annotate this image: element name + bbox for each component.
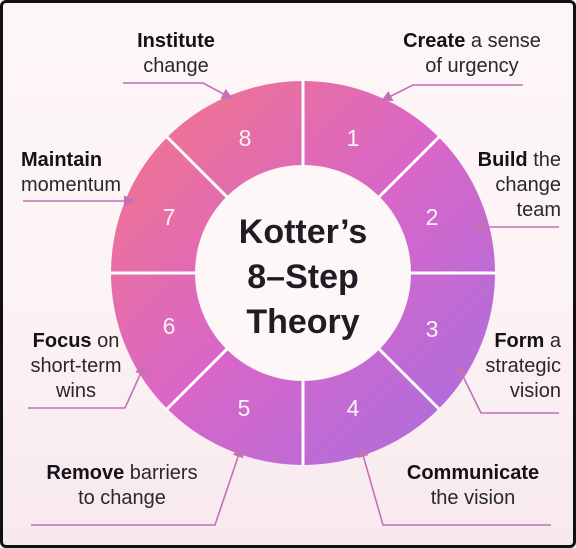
step-5-label: Remove barriers to change [46,462,198,509]
connector-arrows [23,82,559,526]
step-number-6: 6 [163,313,176,339]
step-7-label: Maintain momentum [21,149,122,196]
cycle-diagram: 1 2 3 4 5 6 7 8 Kotter’s 8–Step Theory [23,80,559,526]
step-8-label: Institute change [137,30,215,77]
step-1-label: Create a sense of urgency [403,30,541,77]
segment-dividers [110,80,496,466]
step-number-8: 8 [239,125,252,151]
arrow-step-3 [456,363,559,414]
step-number-2: 2 [426,204,439,230]
center-title-line-1: Kotter’s [239,213,367,251]
step-number-7: 7 [163,204,176,230]
step-number-3: 3 [426,316,439,342]
step-number-4: 4 [347,395,360,421]
step-number-1: 1 [347,125,360,151]
step-4-label: Communicate the vision [406,462,540,509]
step-number-5: 5 [238,395,251,421]
center-title-line-3: Theory [246,303,359,341]
step-3-label: Form a strategic vision [485,330,561,402]
arrow-step-4 [358,445,551,526]
arrow-step-6 [28,363,146,409]
arrow-step-5 [31,445,244,526]
step-2-label: Build the change team [477,149,561,221]
center-title-line-2: 8–Step [247,258,359,296]
arrow-step-1 [380,84,523,102]
arrow-step-8 [123,82,233,100]
center-disc [196,166,410,380]
step-6-label: Focus on short-term wins [30,330,122,402]
